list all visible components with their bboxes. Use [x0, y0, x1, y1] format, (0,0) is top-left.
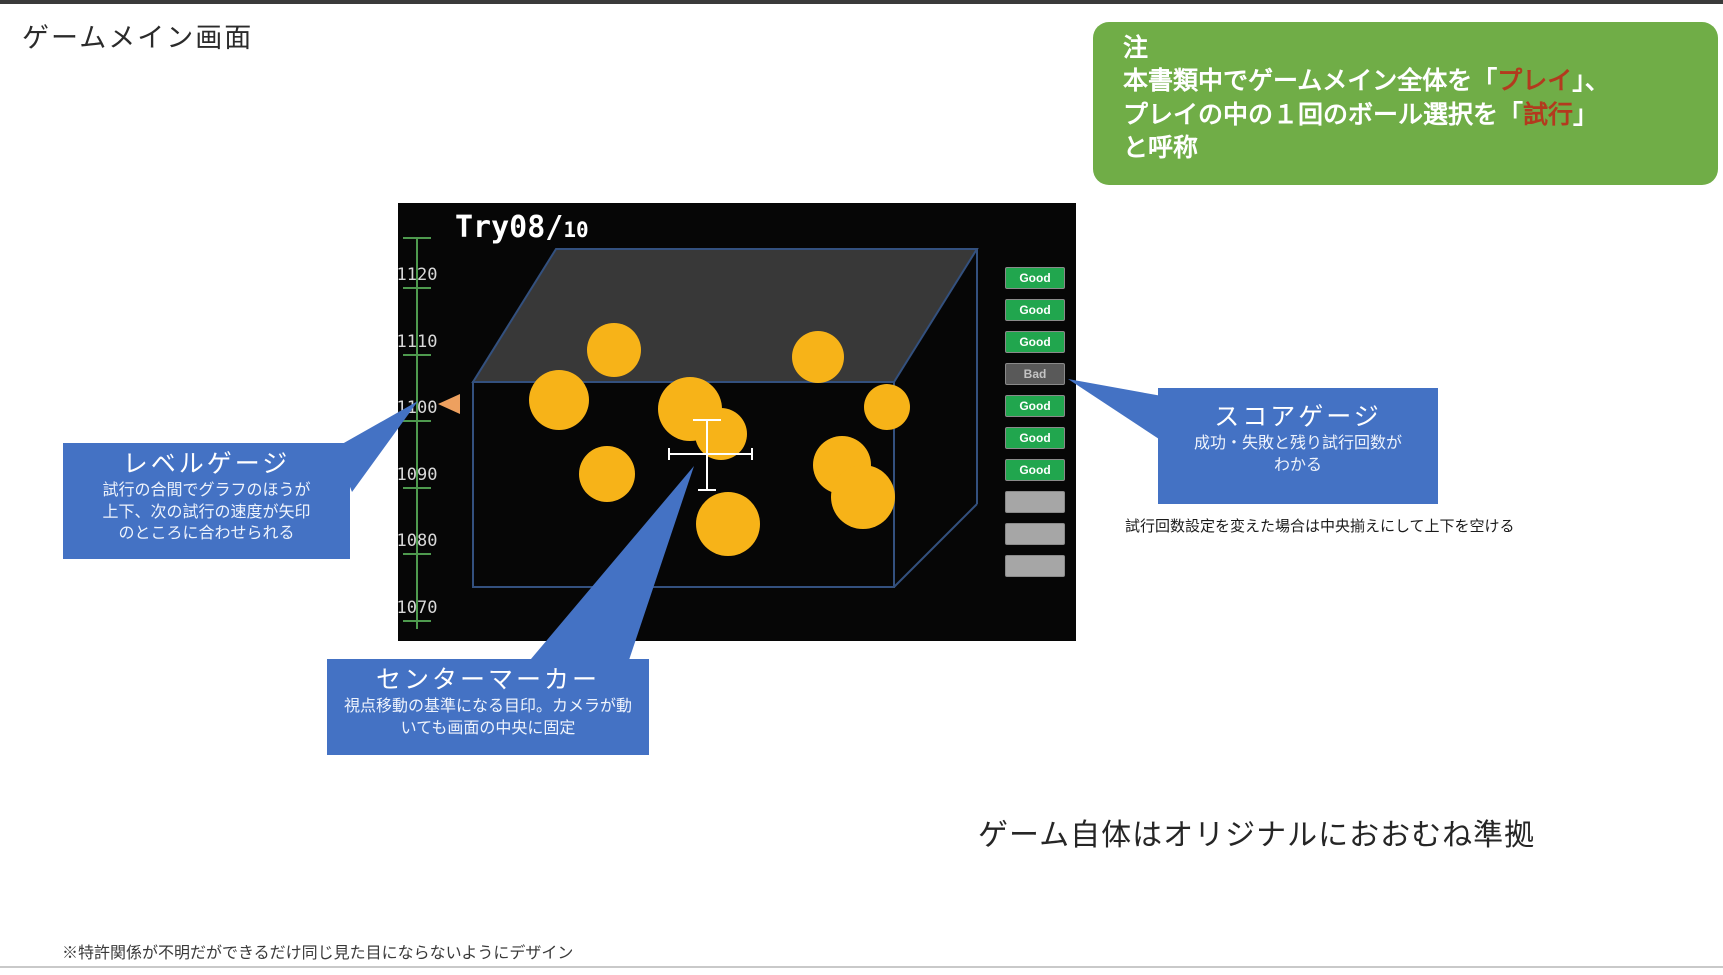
score-callout-pointer	[1068, 379, 1162, 441]
callout-score-gauge: スコアゲージ 成功・失敗と残り試行回数がわかる	[1158, 388, 1438, 504]
page-title: ゲームメイン画面	[22, 23, 254, 53]
score-badge-good: Good	[1005, 395, 1065, 417]
text-line: いても画面の中央に固定	[400, 719, 576, 737]
note-term-trial: 試行	[1523, 100, 1574, 129]
ball	[579, 446, 635, 502]
callout-body: 試行の合間でグラフのほうが上下、次の試行の速度が矢印のところに合わせられる	[63, 480, 350, 545]
score-gauge-note: 試行回数設定を変えた場合は中央揃えにして上下を空ける	[1125, 518, 1515, 535]
ball	[529, 370, 589, 430]
text-line: 視点移動の基準になる目印。カメラが動	[343, 698, 632, 716]
ball	[831, 465, 895, 529]
score-badge-bad: Bad	[1005, 363, 1065, 385]
level-gauge-tick	[403, 420, 431, 422]
center-marker	[668, 419, 753, 491]
note-line: と呼称	[1123, 133, 1199, 162]
callout-body: 視点移動の基準になる目印。カメラが動いても画面の中央に固定	[327, 696, 649, 739]
callout-level-gauge: レベルゲージ 試行の合間でグラフのほうが上下、次の試行の速度が矢印のところに合わ…	[63, 443, 350, 559]
level-gauge-tick	[403, 237, 431, 239]
callout-body: 成功・失敗と残り試行回数がわかる	[1158, 433, 1438, 476]
level-marker-arrow-icon	[438, 394, 460, 414]
score-badge-empty	[1005, 555, 1065, 577]
text-line: 上下、次の試行の速度が矢印	[102, 503, 311, 521]
level-gauge-tick-label: 1090	[396, 464, 438, 485]
level-gauge-tick	[403, 287, 431, 289]
callout-title: センターマーカー	[375, 666, 600, 694]
ball	[864, 384, 910, 430]
note-line: プレイの中の１回のボール選択を「試行」	[1123, 100, 1599, 129]
level-gauge-tick	[403, 619, 431, 622]
level-gauge-tick	[403, 553, 431, 555]
callout-title: レベルゲージ	[122, 450, 291, 478]
level-gauge-tick-label: 1070	[396, 597, 438, 618]
score-badge-good: Good	[1005, 299, 1065, 321]
callout-center-marker: センターマーカー 視点移動の基準になる目印。カメラが動いても画面の中央に固定	[327, 659, 649, 755]
text-line: 成功・失敗と残り試行回数が	[1193, 435, 1402, 453]
text-line: 試行の合間でグラフのほうが	[102, 482, 311, 500]
score-badge-empty	[1005, 491, 1065, 513]
score-badge-good: Good	[1005, 331, 1065, 353]
ball	[587, 323, 641, 377]
score-badge-good: Good	[1005, 427, 1065, 449]
ball	[695, 408, 747, 460]
try-counter: Try08/10	[455, 210, 589, 245]
note-heading: 注	[1123, 34, 1149, 62]
text-line: のところに合わせられる	[118, 525, 295, 543]
score-badge-empty	[1005, 523, 1065, 545]
center-callout-pointer	[520, 466, 694, 672]
level-gauge-tick-label: 1080	[396, 531, 438, 551]
slide-bottom-edge	[0, 966, 1723, 968]
note-box: 注 本書類中でゲームメイン全体を「プレイ」、 プレイの中の１回のボール選択を「試…	[1093, 22, 1718, 185]
level-callout-pointer	[335, 401, 418, 492]
level-gauge-tick-label: 1110	[396, 331, 438, 352]
score-badge-good: Good	[1005, 459, 1065, 481]
ball-field	[398, 203, 1076, 641]
level-gauge-tick	[403, 353, 431, 356]
score-badge-good: Good	[1005, 267, 1065, 289]
slide-top-edge	[0, 0, 1723, 4]
ball	[696, 492, 760, 556]
callout-title: スコアゲージ	[1214, 403, 1382, 431]
note-line: 本書類中でゲームメイン全体を「プレイ」、	[1123, 67, 1610, 96]
level-gauge-tick-label: 1120	[396, 265, 438, 285]
bottom-caption: ゲーム自体はオリジナルにおおむね準拠	[978, 819, 1536, 852]
note-term-play: プレイ	[1497, 67, 1573, 96]
ball	[792, 331, 844, 383]
level-gauge-tick	[403, 486, 431, 489]
footer-note: ※特許関係が不明だができるだけ同じ見た目にならないようにデザイン	[62, 945, 574, 962]
text-line: わかる	[1273, 456, 1322, 474]
level-gauge-line	[416, 237, 418, 629]
